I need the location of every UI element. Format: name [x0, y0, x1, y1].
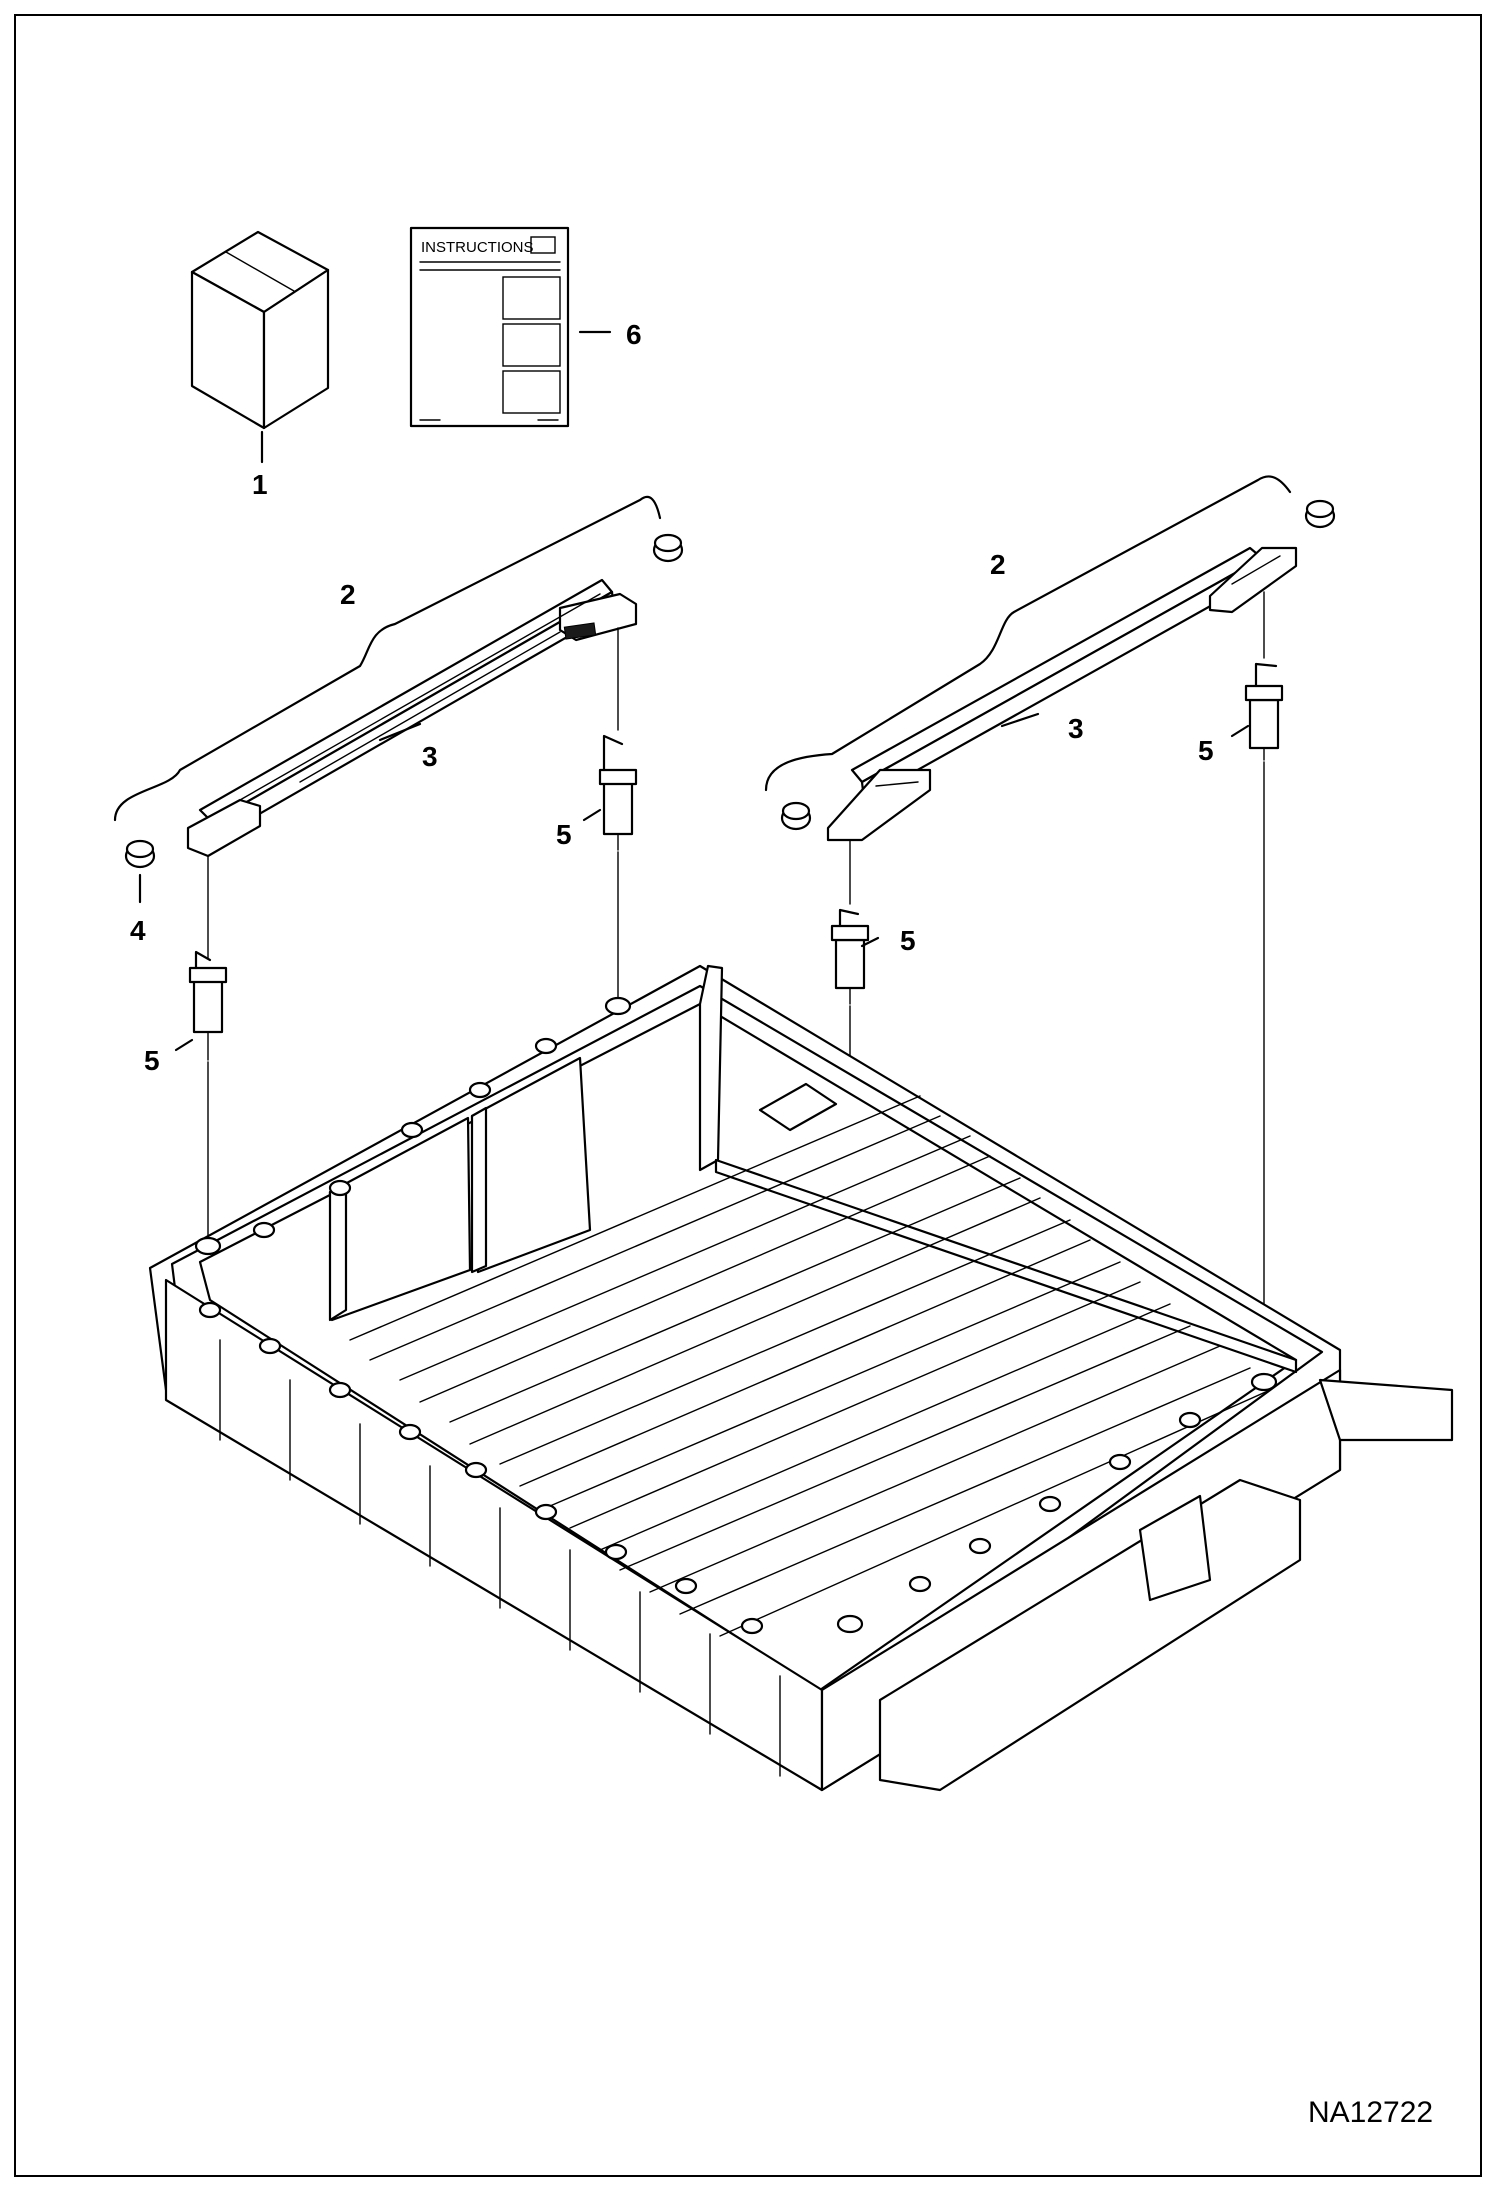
leader-line	[378, 722, 422, 742]
leader-line	[1000, 712, 1040, 728]
cargo-floor-slats	[349, 1095, 1271, 1637]
anchor-icon-a	[188, 950, 228, 1061]
anchor-icon-b	[598, 734, 638, 851]
callout-knob: 4	[130, 915, 146, 946]
callout-anchor-c: 5	[900, 925, 916, 956]
callout-rail-left: 2	[340, 579, 356, 610]
instructions-sheet-title: INSTRUCTIONS	[421, 239, 534, 256]
callout-instructions: 6	[626, 319, 642, 350]
callout-bar-right: 3	[1068, 713, 1084, 744]
callout-anchor-b: 5	[556, 819, 572, 850]
stake-pockets	[194, 996, 1278, 1635]
callout-bar-left: 3	[422, 741, 438, 772]
right-rail-bar	[826, 546, 1298, 842]
anchor-icon-d	[1244, 662, 1284, 761]
knob-icon	[124, 533, 684, 869]
cargo-box	[148, 964, 1454, 1792]
knob-icon-right	[780, 499, 1336, 831]
anchor-icon-c	[830, 908, 870, 1005]
callout-anchor-d: 5	[1198, 735, 1214, 766]
instructions-sheet-icon	[409, 226, 570, 428]
drawing-number: NA12722	[1308, 2096, 1433, 2129]
kit-box-icon	[190, 230, 330, 430]
box-side-ribs	[219, 1339, 1302, 1792]
left-rail-bar	[186, 578, 638, 858]
callout-anchor-a: 5	[144, 1045, 160, 1076]
brace-left	[113, 495, 662, 822]
callout-rail-right: 2	[990, 549, 1006, 580]
drawing-frame	[14, 14, 1482, 2177]
callout-kit: 1	[252, 469, 268, 500]
brace-right	[764, 475, 1292, 792]
